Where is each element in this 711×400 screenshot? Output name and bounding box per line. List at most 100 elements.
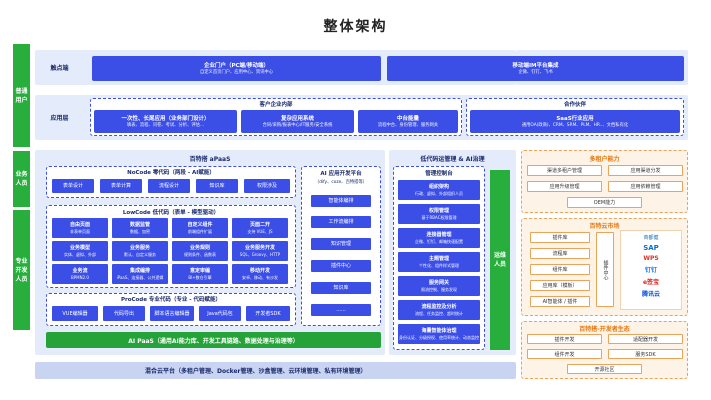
store-ai-agent[interactable]: AI智能体 / 插件 [530,296,590,307]
lowcode-cell[interactable]: 业务模型实体、虚拟、外部 [52,241,108,261]
lowcode-cell[interactable]: 自定义组件前端组件扩展 [172,218,228,238]
touch-enterprise-portal[interactable]: 企业门户（PC端/移动端） 自定义首页门户、应用中心、资讯中心 [92,56,381,81]
ai-paas-bar[interactable]: AI PaaS（通用AI能力库、开发工具链路、数据处理与治理等） [46,332,381,348]
nocode-form-calc[interactable]: 表单计算 [100,179,142,193]
lowcode-cell-title: 数据监管 [129,222,150,228]
lowcode-cell-title: 业务规则 [189,245,210,251]
nocode-knowledge[interactable]: 知识库 [196,179,238,193]
label-ops-users: 运维人员 [490,170,510,350]
ai-agent-orchestration[interactable]: 智能体编排 [311,195,371,207]
middle-title: 中台能量 [396,115,419,122]
multi-tenant-title: 多租户能力 [589,156,620,163]
cloud-bar [35,362,516,379]
lowcode-cell-sub: 前端组件扩展 [188,229,212,234]
middle-sub: 流程中台、身份管理、服务网关 [377,122,439,128]
logo-tencent-cloud: 腾讯云 [641,291,660,298]
lowcode-cell-title: 页面二开 [249,222,270,228]
portal-sub: 自定义首页门户、应用中心、资讯中心 [199,69,274,75]
ops-title: 低代码运管理 & AI治理 [420,156,485,163]
procode-code-export[interactable]: 代码导出 [103,306,145,321]
store-plugin-lib[interactable]: 插件库 [530,232,590,243]
app-middle[interactable]: 中台能量 流程中台、身份管理、服务网关 [358,110,458,133]
store-title: 百特云市场 [589,223,620,230]
ops-item[interactable]: 服务网关限流控制、服务发现 [398,276,480,296]
procode-vue-editor[interactable]: VUE编辑器 [52,306,98,321]
lowcode-cell[interactable]: 移动开发安卓、移动、有沙发 [232,264,288,284]
im-sub-wide: 企微、钉钉、飞书 [518,69,553,75]
store-plugin-center[interactable]: 插件中心 [596,232,614,307]
eco-plugin-dev[interactable]: 插件开发 [527,334,602,344]
lowcode-cell-title: 业务流 [72,268,88,274]
lowcode-cell-sub: BPMN2.0 [71,275,89,280]
ops-item[interactable]: 海量智能体治理身份认证、分级授权、使用率统计、动态监控 [398,324,480,344]
ops-item-title: 组织架构 [428,184,449,190]
procode-java-package[interactable]: Java代码包 [199,306,241,321]
ai-platform-title: AI 应用开发平台 [320,171,362,177]
mt-app-upgrade[interactable]: 应用升级管理 [527,181,602,192]
touch-label: 触点端 [50,65,69,72]
lowcode-cell-title: 业务服务开发 [244,245,275,251]
touch-im-integration-wide[interactable]: 移动端IM平台集成 企微、钉钉、飞书 [387,56,684,81]
eco-open-source[interactable]: 开源社区 [567,364,642,374]
lowcode-cell-title: 自由页面 [69,222,90,228]
logo-dingtalk: 钉钉 [644,267,657,274]
ops-item-sub: 个性化、组件样式管理 [419,263,459,268]
lowcode-cell[interactable]: 自由页面非表单页面 [52,218,108,238]
ai-plugin-center[interactable]: 插件中心 [311,260,371,272]
nocode-permission[interactable]: 权限涉及 [244,179,290,193]
mt-app-distribute[interactable]: 应用渠道分发 [608,165,683,176]
ops-item[interactable]: 流程监控及分析流程、任务监控、超时统计 [398,300,480,320]
ops-item-title: 海量智能体治理 [421,328,457,334]
label-pro-developers: 专业开发人员 [13,210,30,330]
eco-component-dev[interactable]: 组件开发 [527,349,602,359]
ops-item-sub: 基于RBAC权限管理 [421,215,457,220]
ai-knowledge-base[interactable]: 知识库 [311,282,371,294]
store-component-lib[interactable]: 组件库 [530,264,590,275]
app-longtail[interactable]: 一次性、长尾应用（业务部门设计） 填表、流程、问卷、考试、分析、评估... [94,110,237,133]
nocode-form-design[interactable]: 表单设计 [52,179,94,193]
procode-dev-sdk[interactable]: 开发者SDK [246,306,290,321]
lowcode-cell[interactable]: 业务服务默认、自定义服务 [112,241,168,261]
lowcode-cell[interactable]: 业务规则规则条件、函数表 [172,241,228,261]
ops-item[interactable]: 权限管理基于RBAC权限管理 [398,204,480,224]
ops-item[interactable]: 连接器管理企微、钉钉、邮箱快速配置 [398,228,480,248]
app-label: 应用层 [50,115,69,122]
procode-script-editor[interactable]: 脚本语言编辑器 [150,306,194,321]
ops-item[interactable]: 主题管理个性化、组件样式管理 [398,252,480,272]
complex-title: 复杂应用系统 [280,115,314,122]
lowcode-cell[interactable]: 页面二开支持 VUE、JS [232,218,288,238]
lowcode-cell[interactable]: 数据监管数据、加密 [112,218,168,238]
lowcode-cell-sub: iPaaS、连接器、公共逻辑 [116,275,164,280]
ops-item[interactable]: 组织架构行政、虚拟、外部组织人员 [398,180,480,200]
lowcode-cell-sub: 规则条件、函数表 [184,252,216,257]
mt-oem[interactable]: OEM能力 [567,197,642,208]
longtail-title: 一次性、长尾应用（业务部门设计） [121,115,210,122]
complex-sub: 合同/采购/报表中心/IT服务/安全系统 [262,122,333,128]
logo-shangdujian: 商都健 [643,235,659,241]
store-app-template[interactable]: 应用库（模板） [530,280,590,291]
internal-title: 客户企业内部 [259,102,293,108]
app-complex[interactable]: 复杂应用系统 合同/采购/报表中心/IT服务/安全系统 [241,110,354,133]
logo-esign: e签宝 [642,279,660,286]
eco-title: 百特搭-开发者生态 [579,326,630,333]
nocode-flow-design[interactable]: 流程设计 [148,179,190,193]
mt-channel-tenant[interactable]: 渠道多租户管理 [527,165,602,176]
partner-logos: 商都健 SAP WPS 钉钉 e签宝 腾讯云 [620,230,682,310]
partner-saas[interactable]: SaaS行业应用 通用OA(政商)、CRM、SRM、PLM、HR..、文档私有化 [470,110,680,133]
lowcode-cell-sub: 安卓、移动、有沙发 [242,275,278,280]
eco-service-sdk[interactable]: 服务SDK [608,349,683,359]
lowcode-cell-title: 移动开发 [249,268,270,274]
store-flow-lib[interactable]: 流程库 [530,248,590,259]
lowcode-title: LowCode 低代码（表单 - 模型驱动） [122,210,220,216]
ai-more[interactable]: ...... [311,304,371,316]
ai-workflow-orchestration[interactable]: 工作流编排 [311,216,371,228]
eco-adapter-dev[interactable]: 适配器开发 [608,334,683,344]
mt-app-dependency[interactable]: 应用依赖管理 [608,181,683,192]
ai-knowledge-mgmt[interactable]: 知识管理 [311,238,371,250]
im-title-wide: 移动端IM平台集成 [512,62,559,69]
ai-platform-sub: （dify、coze、百特搭等） [314,180,368,185]
